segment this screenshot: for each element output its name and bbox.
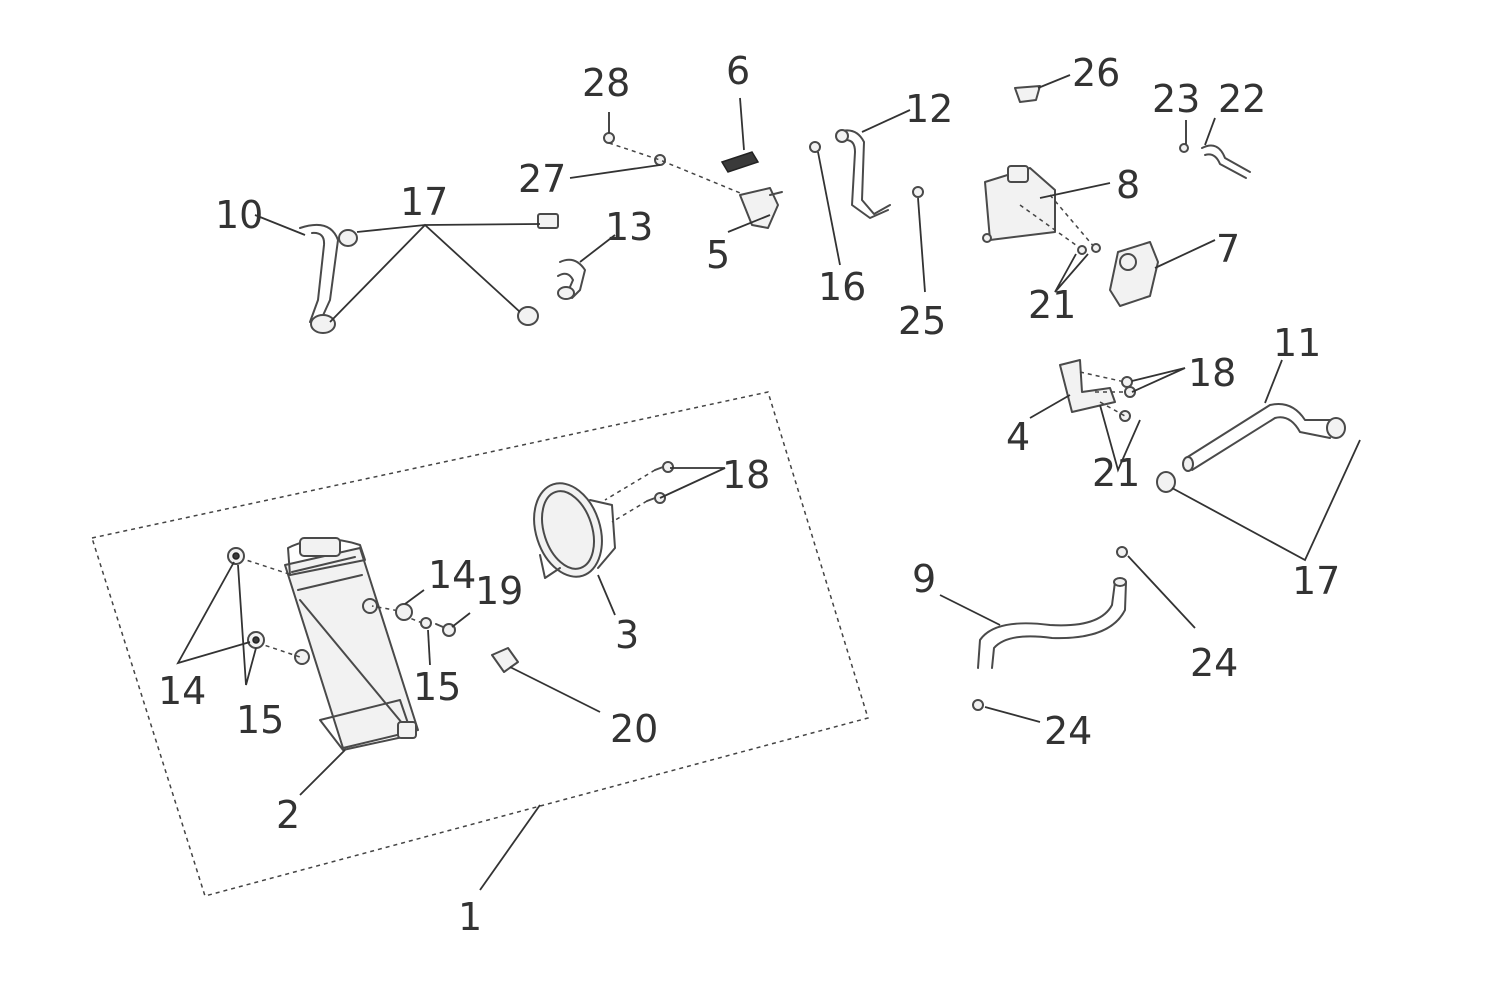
callout-6: 6 — [726, 49, 750, 93]
callout-23: 23 — [1152, 77, 1200, 121]
callout-19: 19 — [475, 569, 523, 613]
callout-14b: 14 — [428, 553, 476, 597]
callout-24a: 24 — [1190, 641, 1238, 685]
nut-27 — [654, 154, 666, 166]
callout-4: 4 — [1006, 415, 1030, 459]
bolt-18-lower — [646, 492, 666, 504]
callout-26: 26 — [1072, 51, 1120, 95]
hose-11 — [1182, 403, 1331, 472]
callout-8: 8 — [1116, 163, 1140, 207]
cap-26 — [1014, 85, 1041, 103]
clamp-17-hose11-right — [1326, 417, 1346, 439]
clamp-17-lower — [310, 314, 336, 334]
callout-16: 16 — [818, 265, 866, 309]
hose-12 — [835, 129, 891, 219]
callout-12: 12 — [905, 87, 953, 131]
sensor-6 — [720, 151, 760, 173]
grommet-15-left — [247, 631, 265, 649]
clip-25 — [912, 186, 924, 198]
callout-27: 27 — [518, 157, 566, 201]
callout-28: 28 — [582, 61, 630, 105]
callout-10: 10 — [215, 193, 263, 237]
callout-1: 1 — [458, 895, 482, 939]
radiator-part — [284, 537, 419, 751]
callout-5: 5 — [706, 233, 730, 277]
washer-15-right — [420, 617, 432, 629]
callout-17b: 17 — [1292, 559, 1340, 603]
clip-24-upper — [1116, 546, 1128, 558]
callout-14a: 14 — [158, 669, 206, 713]
grommet-14-right — [395, 603, 413, 621]
callout-labels: 1 2 3 4 5 6 7 8 9 10 11 12 13 14 14 15 1… — [158, 49, 1340, 939]
clip-16 — [809, 141, 821, 153]
callout-21a: 21 — [1028, 283, 1076, 327]
callout-2: 2 — [276, 793, 300, 837]
leader-lines — [176, 74, 1361, 891]
clamp-17-right — [517, 306, 539, 326]
callout-25: 25 — [898, 299, 946, 343]
screw-21-upper — [1077, 243, 1101, 255]
thermostat-housing-5 — [739, 187, 783, 229]
callout-9: 9 — [912, 557, 936, 601]
callout-18a: 18 — [722, 453, 770, 497]
callout-11: 11 — [1273, 321, 1321, 365]
bolt-18-upper — [654, 461, 674, 473]
callout-3: 3 — [615, 613, 639, 657]
clamp-17-upper — [338, 229, 358, 247]
callout-15a: 15 — [236, 698, 284, 742]
callout-20: 20 — [610, 707, 658, 751]
screw-21-lower — [1119, 410, 1131, 422]
callout-15b: 15 — [413, 665, 461, 709]
callout-22: 22 — [1218, 77, 1266, 121]
callout-21b: 21 — [1092, 451, 1140, 495]
clamp-17-top-right — [537, 213, 559, 229]
bolt-28 — [603, 132, 615, 144]
callout-24b: 24 — [1044, 709, 1092, 753]
grommet-14-left — [227, 547, 245, 565]
callout-17a: 17 — [400, 180, 448, 224]
bolt-18-right — [1121, 376, 1136, 398]
radiator-kit-boundary — [91, 391, 869, 897]
hose-9 — [977, 577, 1127, 669]
clip-23 — [1179, 143, 1189, 153]
thermostat-valve-7 — [1109, 241, 1159, 307]
bracket-4 — [1059, 359, 1116, 413]
fan-shroud-part — [533, 482, 616, 579]
reservoir-tank-8 — [982, 165, 1056, 243]
hose-22 — [1201, 144, 1251, 179]
hose-13 — [557, 258, 586, 300]
clip-24-lower — [972, 699, 984, 711]
hose-10 — [299, 224, 339, 323]
plug-20 — [491, 647, 519, 673]
callout-18b: 18 — [1188, 351, 1236, 395]
callout-13: 13 — [605, 205, 653, 249]
clamp-17-hose11-left — [1156, 471, 1176, 493]
callout-7: 7 — [1216, 227, 1240, 271]
